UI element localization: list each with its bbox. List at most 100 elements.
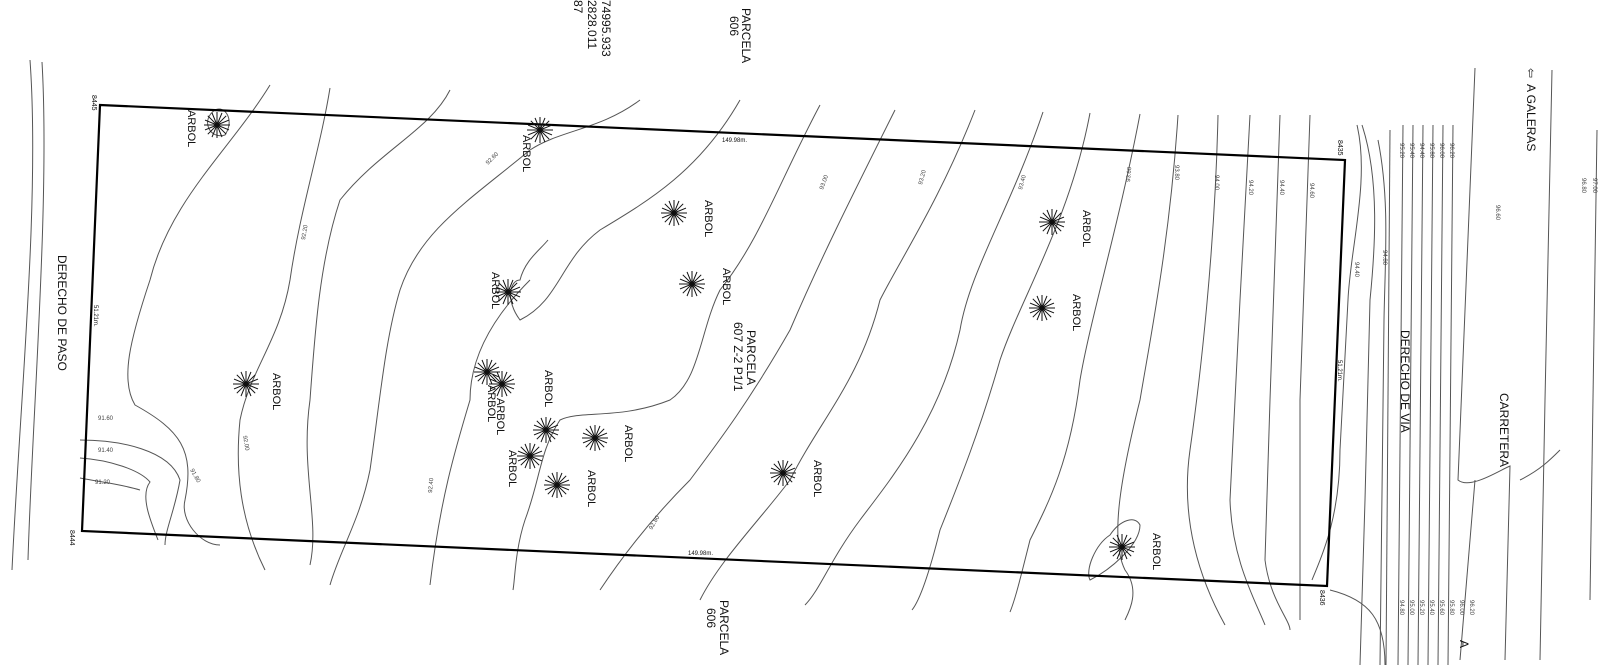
tree-label: ARBOL (702, 200, 714, 237)
tree-label: ARBOL (1080, 210, 1092, 247)
tree-icon (1029, 295, 1055, 321)
contour-label: 96.20 (1468, 600, 1474, 616)
parcel-boundary (80, 103, 1347, 588)
road-branch (1519, 449, 1561, 481)
contour-label: 95.80 (1428, 143, 1434, 159)
label-line: 606 (727, 16, 741, 36)
contour-label: 94.80 (1398, 600, 1404, 616)
vertex-8435: 8435 (1336, 140, 1343, 156)
road-line (1457, 67, 1511, 661)
tree-label: ARBOL (185, 110, 197, 147)
a-label: A (1457, 640, 1471, 648)
label-line: PARCELA (744, 330, 758, 385)
contour-label: 95.20 (1418, 600, 1424, 616)
contour-label: 94.40 (1418, 143, 1424, 159)
coord-line-3: 87 (571, 0, 585, 14)
tree-label: ARBOL (622, 425, 634, 462)
label-line: 607 Z-2 P1/1 (731, 322, 745, 392)
contour-label: 94.60 (1308, 183, 1314, 199)
contour-label: 95.60 (1438, 600, 1444, 616)
tree-label: ARBOL (811, 460, 823, 497)
tree-label: ARBOL (720, 268, 732, 305)
tree-icon (679, 271, 705, 297)
tree-label: ARBOL (489, 272, 501, 309)
contour-lines (79, 84, 1454, 665)
contour-label: 96.80 (1580, 178, 1586, 194)
contour-label: 95.40 (1408, 143, 1414, 159)
contour-label: 93.60 (1126, 166, 1133, 182)
contour-label: 97.00 (1591, 178, 1597, 194)
contour-label: 91.80 (188, 468, 201, 485)
left-edge-line-2 (27, 61, 45, 561)
carretera-label: CARRETERA (1497, 393, 1511, 467)
tree-icon (582, 425, 608, 451)
contour-label: 94.40 (1278, 180, 1284, 196)
tree-label: ARBOL (494, 398, 506, 435)
contour-label: 91.20 (95, 480, 111, 486)
tree-icon (661, 200, 687, 226)
contour-label: 95.80 (1448, 600, 1454, 616)
vertex-8445: 8445 (90, 95, 97, 111)
contour-label: 91.60 (98, 416, 114, 422)
tree-icon (1039, 209, 1065, 235)
road-edge-2 (1589, 129, 1598, 601)
dimension-bottom: 149.98m. (688, 551, 713, 557)
contour-label: 91.40 (98, 448, 114, 454)
road-line-2 (1459, 479, 1476, 661)
derecho-de-paso-label: DERECHO DE PASO (55, 255, 69, 371)
tree-icon (489, 371, 515, 397)
tree-icon (233, 371, 259, 397)
contour-label: 92.60 (485, 151, 500, 166)
vertex-8436: 8436 (1318, 590, 1325, 606)
contour-label-group: 91.60 91.40 91.20 91.80 92.00 92.20 92.4… (95, 143, 1597, 616)
coord-line-1: 74995.933 (599, 0, 613, 57)
tree-icon (770, 460, 796, 486)
tree-icon (204, 112, 230, 138)
contour-label: 93.20 (918, 169, 928, 186)
label-line: PARCELA (739, 8, 753, 63)
vertex-8444: 8444 (68, 530, 75, 546)
a-galeras-text: A GALERAS (1524, 84, 1538, 151)
tree-icon (495, 279, 521, 305)
dimension-top: 149.98m. (722, 138, 747, 144)
tree-icon (474, 359, 500, 385)
tree-label: ARBOL (520, 135, 532, 172)
contour-label: 94.00 (1213, 175, 1219, 191)
contour-label: 94.20 (1247, 180, 1253, 196)
dimension-left: 51.21m. (92, 305, 98, 327)
tree-label: ARBOL (585, 470, 597, 507)
parcela-606-bottom: PARCELA 606 (704, 600, 731, 655)
a-galeras-label: ⇦ A GALERAS (1524, 68, 1538, 151)
contour-label: 93.00 (819, 174, 830, 191)
tree-icon (527, 117, 553, 143)
coordinate-readout: 74995.933 2828.011 87 (571, 0, 613, 57)
contour-label: 92.00 (241, 435, 250, 451)
coord-line-2: 2828.011 (585, 0, 599, 49)
label-line: 606 (704, 608, 718, 628)
contour-label: 93.80 (1173, 165, 1179, 181)
tree-icon (533, 417, 559, 443)
label-line: PARCELA (717, 600, 731, 655)
contour-label: 92.80 (649, 514, 662, 531)
tree-icon (544, 472, 570, 498)
contour-label: 93.40 (1018, 174, 1028, 191)
contour-label: 95.00 (1408, 600, 1414, 616)
tree-label: ARBOL (485, 385, 497, 422)
tree-icon (1109, 534, 1135, 560)
road-edge (1539, 69, 1553, 661)
contour-label: 96.00 (1438, 143, 1444, 159)
contour-label: 96.60 (1494, 205, 1500, 221)
contour-label: 92.40 (428, 477, 435, 493)
tree-label: ARBOL (1150, 533, 1162, 570)
left-edge-line (11, 59, 34, 571)
dimension-right: 51.21m. (1336, 360, 1342, 382)
contour-label: 94.80 (1381, 250, 1387, 266)
tree-label: ARBOL (542, 370, 554, 407)
tree-label: ARBOL (1070, 294, 1082, 331)
tree-label: ARBOL (506, 450, 518, 487)
arrow-up-icon: ⇦ (1524, 68, 1538, 78)
contour-label: 95.40 (1428, 600, 1434, 616)
parcela-607-label: PARCELA 607 Z-2 P1/1 (731, 322, 758, 392)
